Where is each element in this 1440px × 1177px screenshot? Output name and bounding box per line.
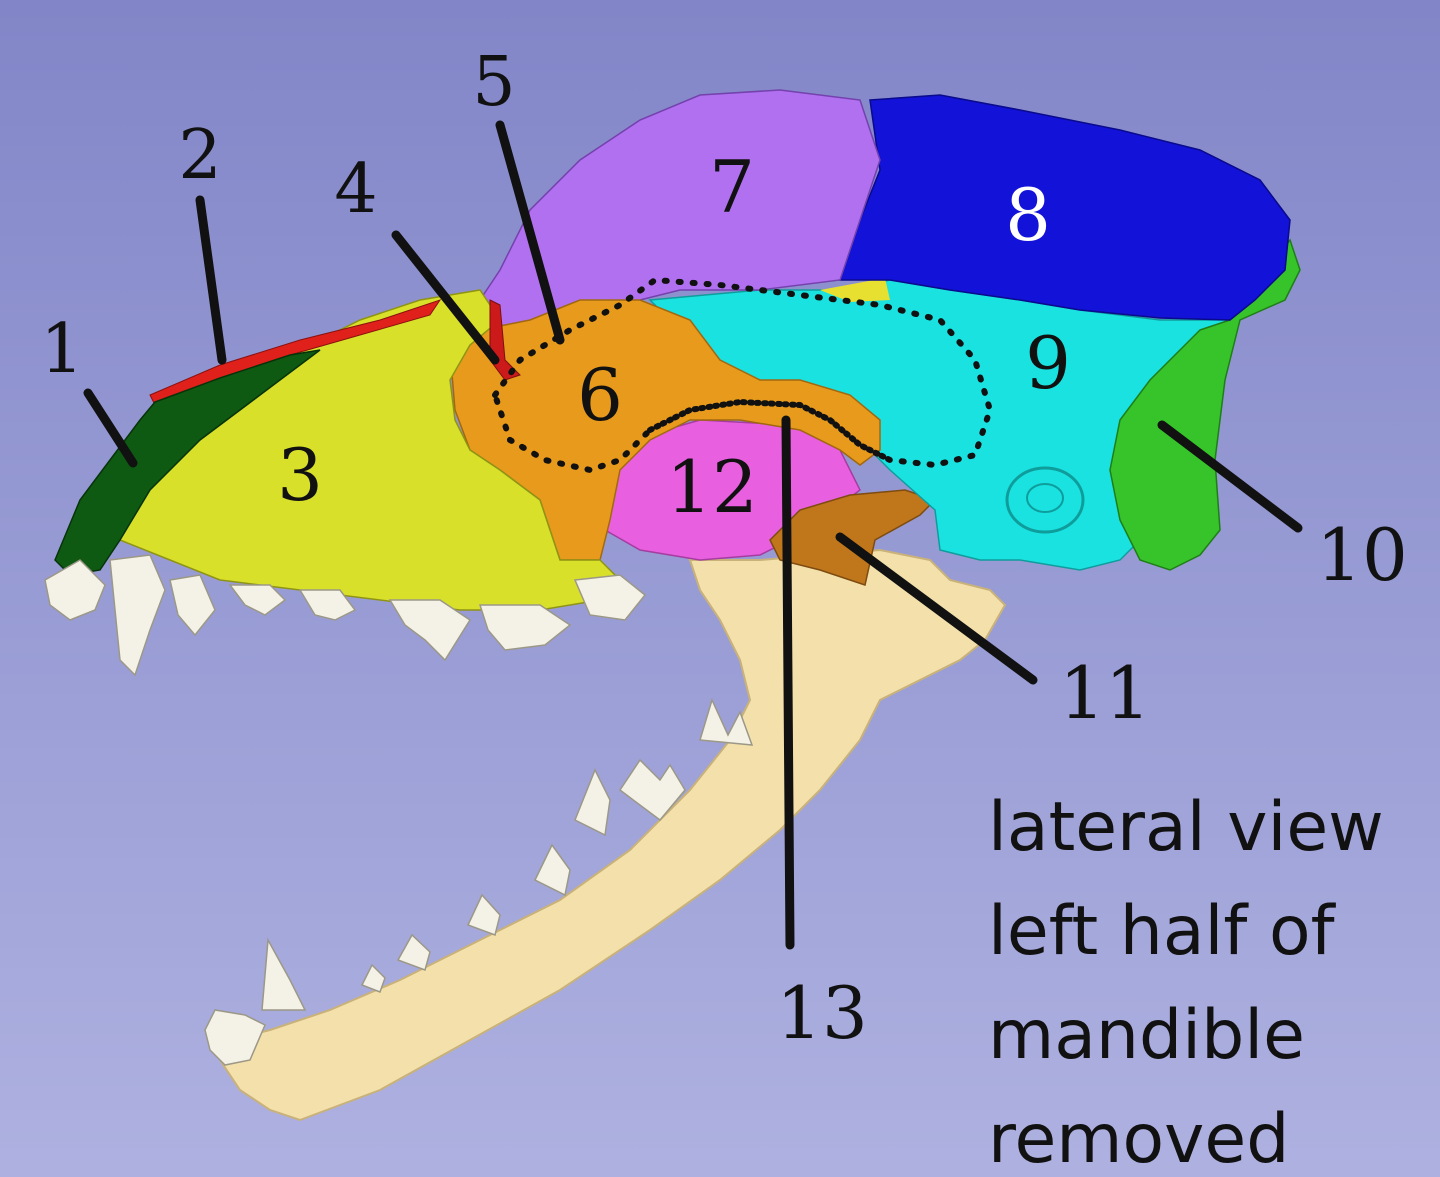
upper-carnassial (388, 599, 472, 662)
caption: lateral view left half of mandible remov… (988, 776, 1438, 1177)
leader-2 (195, 195, 227, 365)
upper-incisor (44, 559, 106, 621)
mandible (204, 548, 1007, 1122)
mandible-tooth (396, 933, 431, 971)
upper-molar (478, 604, 572, 651)
label-11: 11 (1059, 651, 1151, 735)
caption-line-4: removed (988, 1100, 1290, 1177)
leader-4 (391, 230, 500, 365)
leader-1 (83, 388, 138, 468)
bone-sliver (820, 278, 890, 302)
upper-canine (109, 554, 166, 677)
mandible-canine (261, 937, 307, 1011)
upper-molar (573, 574, 647, 621)
mandible-tooth (534, 843, 571, 897)
leader-11 (835, 532, 1038, 685)
mandible-tooth (574, 768, 611, 837)
mandible-tooth (699, 697, 754, 746)
mandible-tooth (466, 893, 501, 936)
upper-tooth (228, 584, 287, 616)
label-5: 5 (472, 43, 515, 122)
label-8: 8 (1005, 173, 1051, 257)
leader-10 (1157, 420, 1303, 533)
leader-5 (495, 120, 565, 345)
caption-line-2: left half of (988, 892, 1335, 971)
dotted-outline-inner (647, 398, 893, 463)
label-1: 1 (40, 310, 83, 389)
label-3: 3 (277, 433, 323, 517)
mandible-tooth (618, 758, 686, 822)
label-2: 2 (178, 116, 221, 195)
upper-tooth (298, 589, 357, 621)
caption-line-3: mandible (988, 996, 1305, 1075)
label-13: 13 (776, 971, 868, 1055)
label-6: 6 (577, 353, 623, 437)
upper-tooth (169, 574, 216, 637)
bone-11-region (769, 489, 937, 586)
upper-teeth (44, 554, 647, 677)
external-acoustic-meatus (1005, 466, 1085, 534)
label-12: 12 (666, 445, 758, 529)
caption-line-1: lateral view (988, 788, 1384, 867)
leader-lines (83, 120, 1303, 950)
mandible-tooth (360, 963, 386, 993)
dotted-outline-6-9 (491, 276, 994, 474)
label-9: 9 (1025, 321, 1071, 405)
label-10: 10 (1316, 513, 1408, 597)
label-4: 4 (334, 150, 377, 229)
leader-13 (781, 415, 795, 950)
external-acoustic-meatus-inner (1026, 483, 1064, 513)
label-7: 7 (709, 145, 755, 229)
mandible-incisors (204, 1009, 266, 1066)
